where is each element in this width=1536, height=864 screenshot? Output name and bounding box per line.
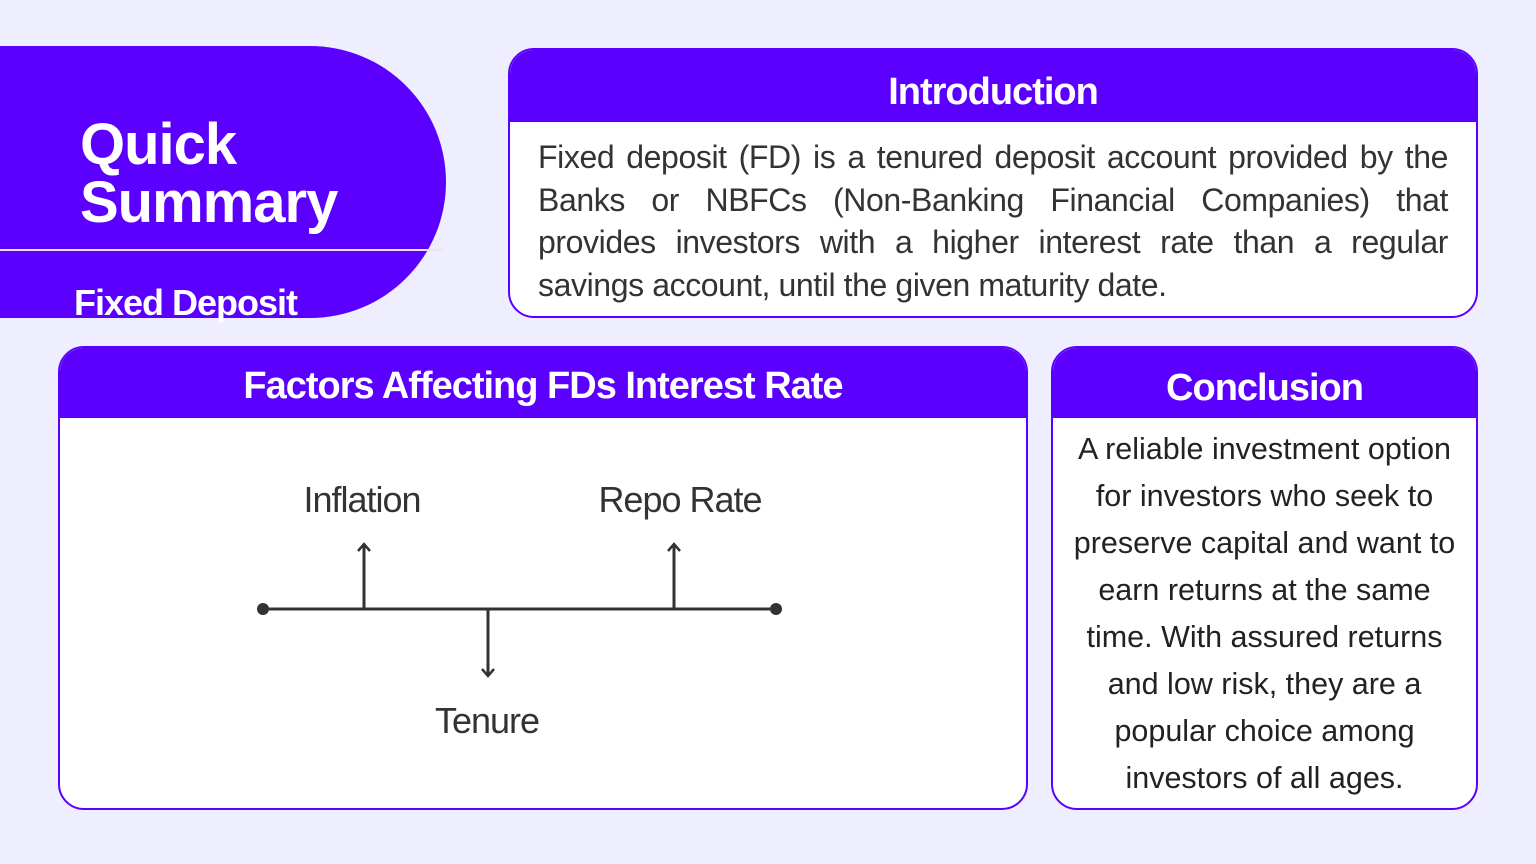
axis-start-dot — [257, 603, 269, 615]
arrowhead-up-icon — [667, 542, 681, 552]
factor-tenure: Tenure — [435, 609, 540, 741]
axis-end-dot — [770, 603, 782, 615]
page-title: Quick Summary — [80, 112, 338, 235]
banner-divider — [0, 249, 443, 251]
factor-repo-rate: Repo Rate — [598, 479, 763, 609]
summary-banner: Quick Summary Fixed Deposit — [0, 46, 446, 323]
factors-heading: Factors Affecting FDs Interest Rate — [60, 348, 1026, 418]
conclusion-heading: Conclusion — [1053, 348, 1476, 418]
page-subtitle: Fixed Deposit — [74, 282, 298, 323]
arrowhead-down-icon — [481, 668, 495, 678]
introduction-heading: Introduction — [510, 50, 1476, 122]
factors-card: Factors Affecting FDs Interest Rate Infl… — [58, 346, 1028, 810]
factor-label: Repo Rate — [598, 479, 761, 520]
conclusion-text: A reliable investment option for investo… — [1073, 432, 1456, 795]
arrowhead-up-icon — [357, 542, 371, 552]
factors-diagram: Inflation Repo Rate Tenure — [257, 479, 782, 741]
introduction-card: Introduction Fixed deposit (FD) is a ten… — [508, 48, 1478, 318]
conclusion-card: Conclusion A reliable investment option … — [1051, 346, 1478, 810]
factor-label: Inflation — [303, 479, 420, 520]
factor-inflation: Inflation — [303, 479, 422, 609]
introduction-text: Fixed deposit (FD) is a tenured deposit … — [538, 139, 1448, 303]
factor-label: Tenure — [435, 700, 539, 741]
